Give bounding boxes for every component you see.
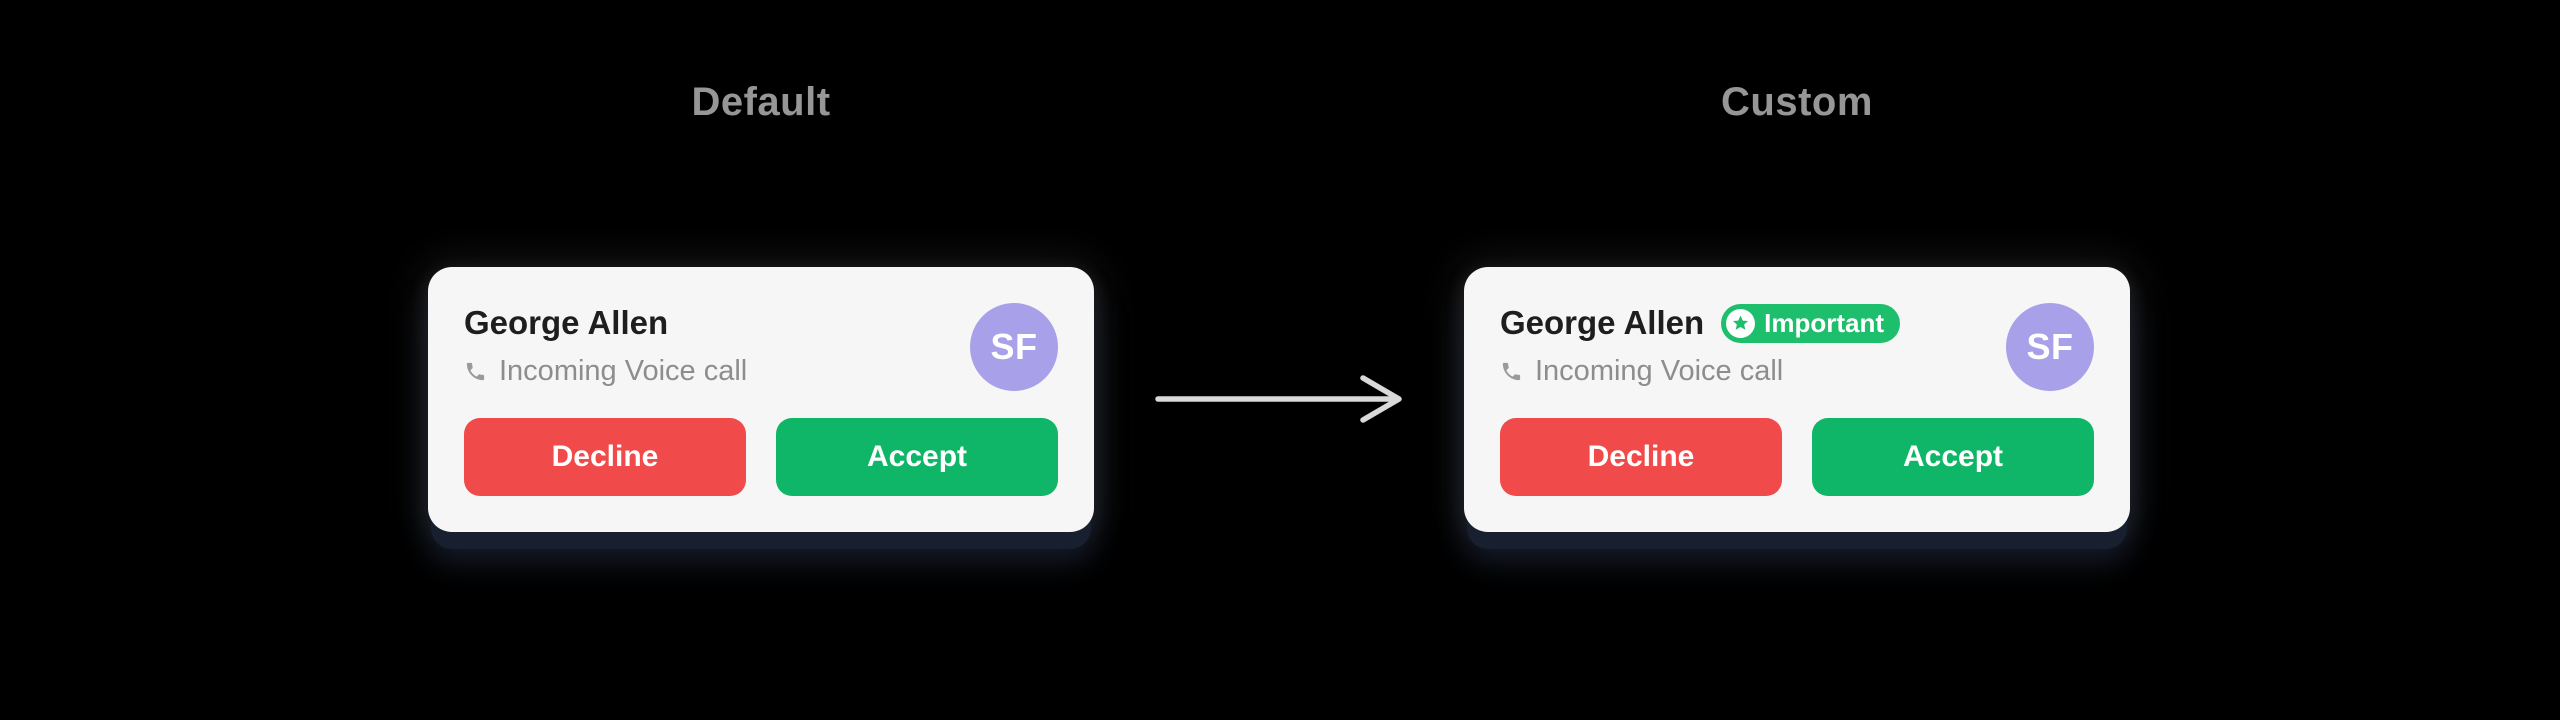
important-badge-label: Important bbox=[1764, 307, 1885, 338]
call-type-row: Incoming Voice call bbox=[464, 352, 747, 390]
call-type-row: Incoming Voice call bbox=[1500, 352, 1900, 390]
call-type-label: Incoming Voice call bbox=[1535, 355, 1784, 387]
section-title-custom: Custom bbox=[1721, 80, 1873, 124]
section-custom: Custom George Allen Important bbox=[1464, 0, 2130, 720]
caller-name: George Allen bbox=[1500, 304, 1705, 341]
star-icon bbox=[1726, 308, 1756, 338]
decline-button[interactable]: Decline bbox=[464, 418, 746, 496]
arrow-right-icon bbox=[1155, 375, 1402, 423]
call-notification-card-default: George Allen Incoming Voice call SF Decl… bbox=[428, 267, 1094, 532]
call-actions: Decline Accept bbox=[464, 418, 1058, 496]
avatar: SF bbox=[970, 303, 1058, 391]
card-header: George Allen Incoming Voice call SF bbox=[464, 303, 1058, 391]
caller-name-row: George Allen bbox=[464, 303, 747, 343]
call-actions: Decline Accept bbox=[1500, 418, 2094, 496]
caller-name: George Allen bbox=[464, 304, 669, 341]
accept-button[interactable]: Accept bbox=[1812, 418, 2094, 496]
phone-icon bbox=[464, 360, 487, 383]
important-badge: Important bbox=[1721, 303, 1901, 343]
caller-texts: George Allen Important Incoming Voice bbox=[1500, 303, 1901, 390]
decline-button[interactable]: Decline bbox=[1500, 418, 1782, 496]
section-default: Default George Allen Incoming Voice call… bbox=[428, 0, 1094, 720]
card-header: George Allen Important Incoming Voice bbox=[1500, 303, 2094, 391]
call-notification-card-custom: George Allen Important Incoming Voice bbox=[1464, 267, 2130, 532]
caller-name-row: George Allen Important bbox=[1500, 303, 1901, 343]
section-title-default: Default bbox=[691, 80, 831, 124]
avatar: SF bbox=[2006, 303, 2094, 391]
call-type-label: Incoming Voice call bbox=[499, 355, 748, 387]
accept-button[interactable]: Accept bbox=[776, 418, 1058, 496]
caller-texts: George Allen Incoming Voice call bbox=[464, 303, 747, 390]
phone-icon bbox=[1500, 360, 1523, 383]
